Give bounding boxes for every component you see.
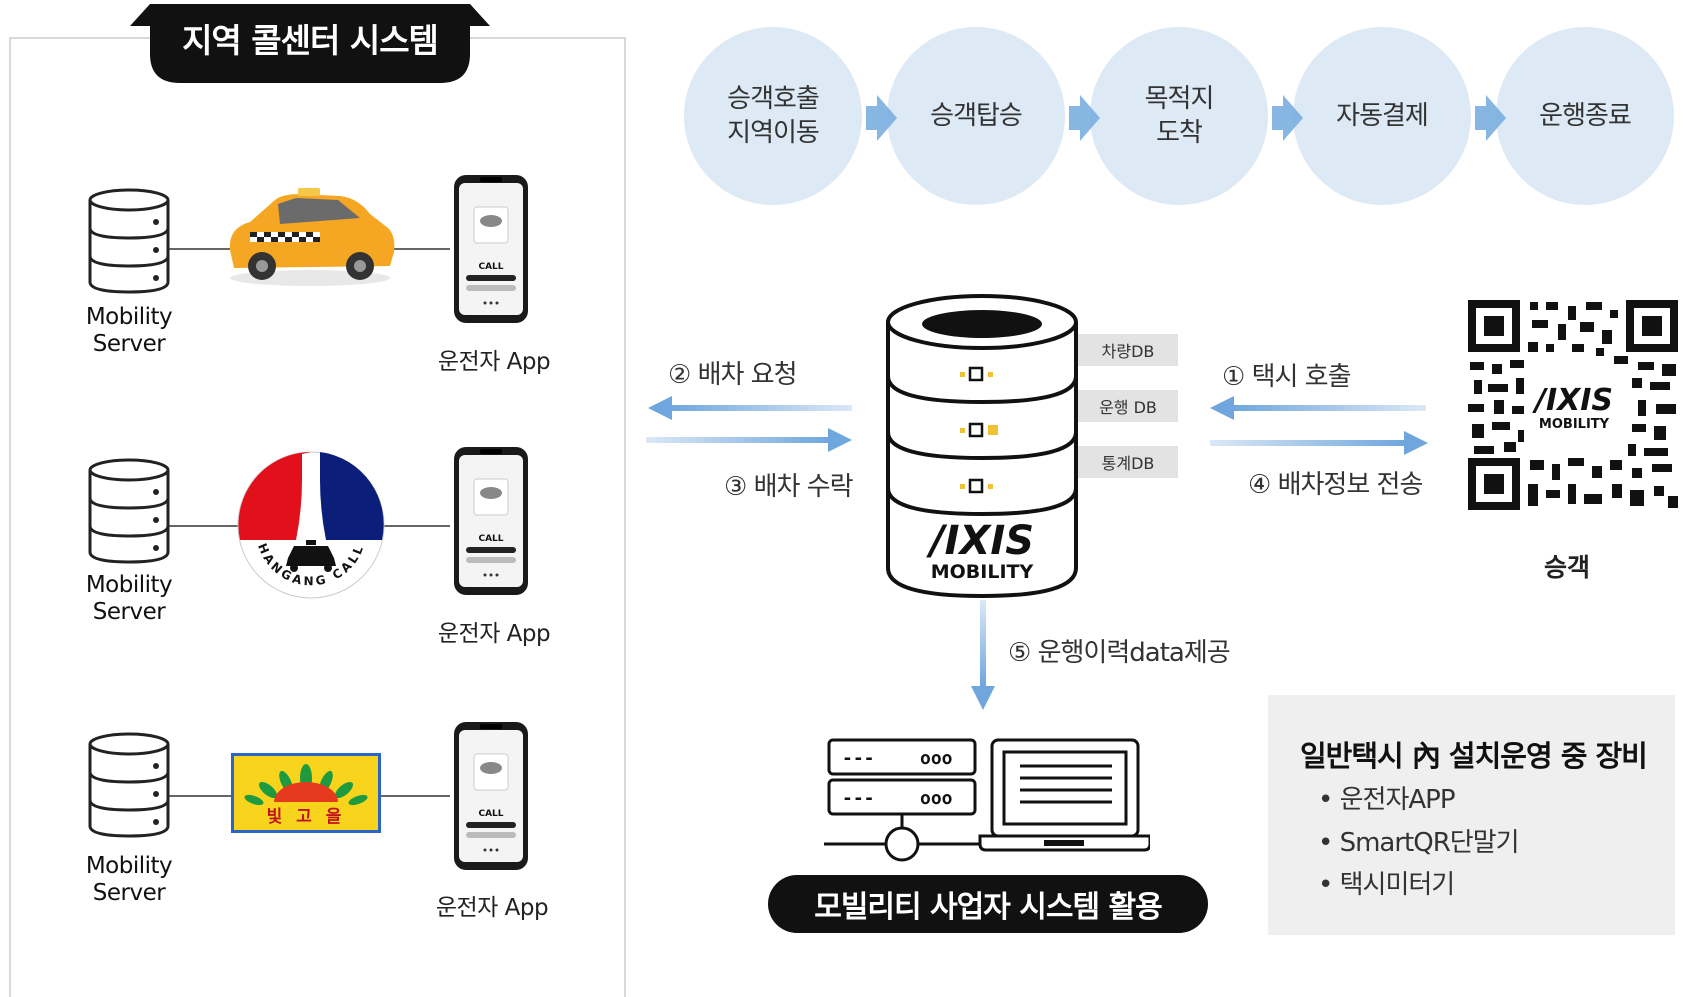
phone-call-text: CALL [478, 809, 503, 819]
server-icon [88, 732, 170, 838]
equipment-box [1268, 695, 1675, 935]
equipment-item: • 택시미터기 [1318, 870, 1455, 900]
passenger-label: 승객 [1544, 553, 1591, 582]
driver-app-label: 운전자 App [437, 621, 551, 647]
taxi-car-icon [229, 188, 395, 286]
server-code-1: --- [842, 748, 875, 769]
flow-label-taxi-call: ① 택시 호출 [1222, 362, 1352, 392]
qr-brand-line2: MOBILITY [1539, 417, 1610, 432]
db-tag-operation: 운행 DB [1078, 390, 1178, 422]
server-code-2: --- [842, 788, 875, 809]
process-step: 승객호출 지역이동 [684, 27, 862, 205]
phone-call-text: CALL [478, 262, 503, 272]
process-step: 승객탑승 [887, 27, 1065, 205]
db-tag-statistics: 통계DB [1078, 446, 1178, 478]
business-system-icon: --- ooo --- ooo [824, 738, 1150, 862]
equipment-item: • SmartQR단말기 [1318, 828, 1520, 858]
driver-app-label: 운전자 App [435, 895, 549, 921]
db-tag-vehicle: 차량DB [1078, 334, 1178, 366]
qr-code-icon: /IXIS MOBILITY [1468, 300, 1678, 510]
equipment-title: 일반택시 內 설치운영 중 장비 [1300, 739, 1648, 773]
equipment-item: • 운전자APP [1318, 785, 1456, 815]
logo-text: 빛 고 을 [266, 807, 346, 827]
driver-app-phone-icon: CALL [454, 175, 528, 323]
axis-mobility-db-icon: /IXIS MOBILITY [886, 294, 1078, 599]
sunrise-icon [244, 764, 368, 806]
flow-label-dispatch-accept: ③ 배차 수락 [724, 472, 854, 502]
server-lights-1: ooo [920, 748, 953, 769]
driver-app-phone-icon: CALL [454, 722, 528, 870]
server-icon [88, 458, 170, 564]
panel-title: 지역 콜센터 시스템 [182, 21, 439, 60]
process-step: 자동결제 [1293, 27, 1471, 205]
db-brand-line2: MOBILITY [931, 561, 1034, 583]
driver-app-phone-icon: CALL [454, 447, 528, 595]
process-step: 목적지 도착 [1090, 27, 1268, 205]
business-system-label: 모빌리티 사업자 시스템 활용 [768, 875, 1208, 933]
hangang-call-logo: HANGANG CALL [237, 451, 385, 599]
server-icon [88, 188, 170, 294]
flow-label-dispatch-request: ② 배차 요청 [668, 360, 798, 390]
process-step: 운행종료 [1496, 27, 1674, 205]
bitgoeul-logo: 빛 고 을 [231, 753, 381, 833]
step-chevrons [866, 95, 1506, 141]
flow-label-history-data: ⑤ 운행이력data제공 [1008, 638, 1231, 668]
server-lights-2: ooo [920, 788, 953, 809]
db-indicator-lights [960, 366, 998, 494]
panel-title-tab [130, 4, 490, 83]
qr-brand-line1: /IXIS [1532, 383, 1613, 418]
flow-label-dispatch-info: ④ 배차정보 전송 [1248, 470, 1423, 500]
db-brand-line1: /IXIS [926, 518, 1034, 564]
phone-call-text: CALL [478, 534, 503, 544]
driver-app-label: 운전자 App [437, 349, 551, 375]
